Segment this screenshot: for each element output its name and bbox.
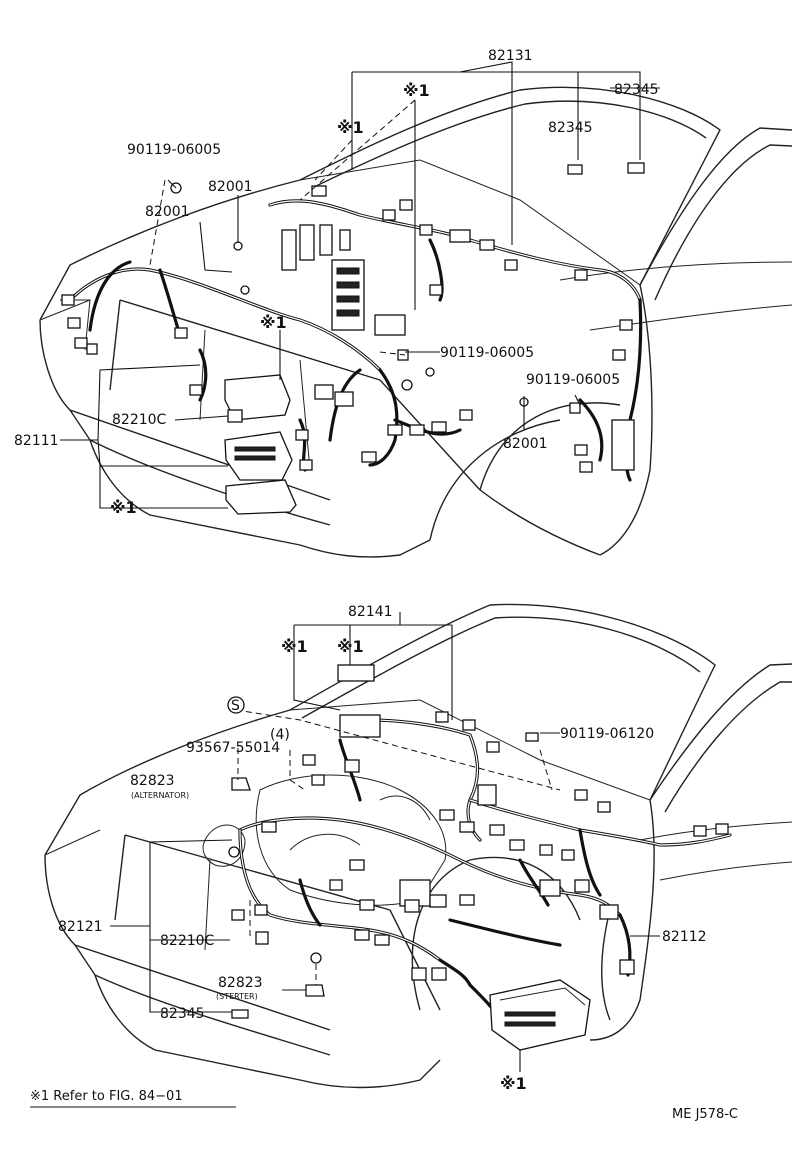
top-vehicle-illustration: 82131 82345 82345 ※1 ※1 ※1 ※1 90119-0600… <box>14 48 792 558</box>
label-82111: 82111 <box>14 433 59 449</box>
label-90119-06005-left: 90119-06005 <box>127 142 221 158</box>
clip-82345-a <box>567 164 583 175</box>
bottom-leader-lines <box>110 612 660 1072</box>
label-82823-alternator: 82823 <box>130 773 175 789</box>
diagram-code: ME J578-C <box>672 1107 738 1122</box>
label-82001-right: 82001 <box>503 436 548 452</box>
junction-block-top <box>331 259 406 336</box>
label-82001-upper: 82001 <box>208 179 253 195</box>
label-ref-1-bottom-left: ※1 <box>281 637 308 656</box>
label-90119-06120: 90119-06120 <box>560 726 654 742</box>
label-82112: 82112 <box>662 929 707 945</box>
label-82141: 82141 <box>348 604 393 620</box>
clip-82345-b <box>627 162 645 174</box>
relay-82141 <box>337 664 375 682</box>
label-alternator: (ALTERNATOR) <box>131 791 189 800</box>
label-93567-55014: 93567-55014 <box>186 740 280 756</box>
footer: ※1 Refer to FIG. 84−01 ME J578-C <box>30 1089 738 1122</box>
top-connectors <box>61 185 635 473</box>
label-82001-lower: 82001 <box>145 204 190 220</box>
label-quantity-4: (4) <box>270 727 290 743</box>
label-ref-1-cowl: ※1 <box>337 118 364 137</box>
label-82210c-top: 82210C <box>112 412 167 428</box>
label-82121: 82121 <box>58 919 103 935</box>
label-ref-1-bottom-box: ※1 <box>500 1074 527 1093</box>
label-82210c-bottom: 82210C <box>160 933 215 949</box>
top-leader-lines <box>60 61 660 509</box>
label-ref-1-bottom-relay: ※1 <box>337 637 364 656</box>
label-82823-starter: 82823 <box>218 975 263 991</box>
relay-box-bottom <box>489 979 591 1051</box>
label-ref-1-relay: ※1 <box>260 313 287 332</box>
label-90119-06005-right: 90119-06005 <box>526 372 620 388</box>
bottom-fasteners <box>228 732 539 1019</box>
bottom-vehicle-illustration: 82141 ※1 ※1 S (4) 93567-55014 90119-0612… <box>44 603 792 1093</box>
label-82345-lower: 82345 <box>548 120 593 136</box>
bottom-connectors <box>231 711 729 981</box>
engine-outline <box>202 774 447 906</box>
label-90119-06005-center: 90119-06005 <box>440 345 534 361</box>
footnote-reference: ※1 Refer to FIG. 84−01 <box>30 1089 183 1104</box>
label-starter: (STERTER) <box>216 992 258 1001</box>
label-s-mark: S <box>231 698 240 714</box>
s-mark-circle <box>227 696 245 714</box>
label-ref-1-cover: ※1 <box>110 498 137 517</box>
label-82345-bottom: 82345 <box>160 1006 205 1022</box>
label-ref-1-hood: ※1 <box>403 81 430 100</box>
label-82345-upper: 82345 <box>614 82 659 98</box>
relay-box-top <box>224 374 297 515</box>
label-82131: 82131 <box>488 48 533 64</box>
